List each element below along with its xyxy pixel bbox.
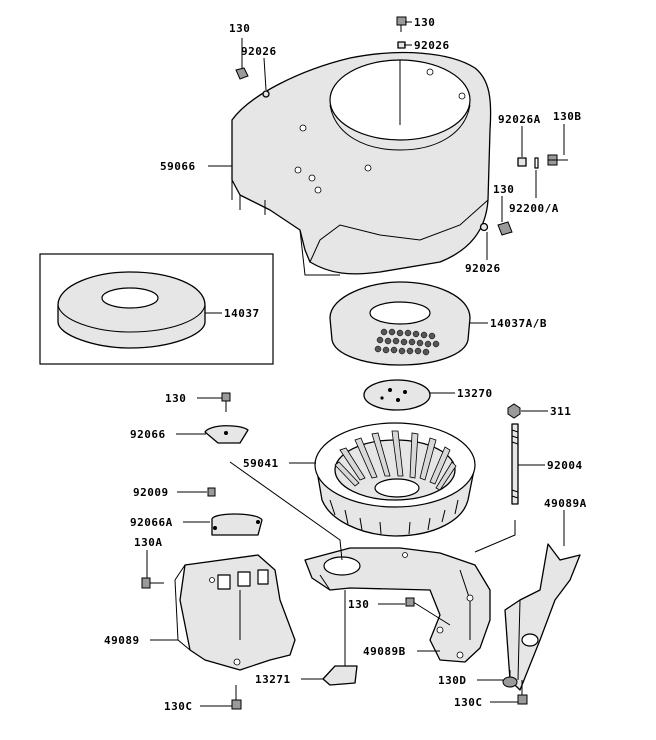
nut-311 <box>507 403 521 419</box>
label-59066: 59066 <box>160 160 196 173</box>
fan-housing-59066 <box>231 51 492 276</box>
bolt-130B <box>547 154 568 166</box>
plate-13270 <box>363 379 431 411</box>
stud-92004 <box>511 423 519 505</box>
label-49089B: 49089B <box>363 645 406 658</box>
screw-130-mid <box>221 392 231 412</box>
label-92004: 92004 <box>547 459 583 472</box>
label-13271: 13271 <box>255 673 291 686</box>
label-130C-right: 130C <box>454 696 483 709</box>
bolt-130A <box>141 577 164 589</box>
label-59041: 59041 <box>243 457 279 470</box>
baffle-49089A <box>504 543 581 691</box>
spacer-92200A <box>534 157 539 169</box>
label-130-right: 130 <box>493 183 514 196</box>
label-92026-top-left: 92026 <box>241 45 277 58</box>
label-49089: 49089 <box>104 634 140 647</box>
label-14037: 14037 <box>224 307 260 320</box>
label-49089A: 49089A <box>544 497 587 510</box>
screw-130-top-left <box>235 67 249 80</box>
label-311: 311 <box>550 405 571 418</box>
label-92026A: 92026A <box>498 113 541 126</box>
screen-14037AB <box>329 281 471 366</box>
fan-59041 <box>314 422 476 537</box>
bracket-13271 <box>322 665 358 686</box>
washer-92026-top <box>397 41 406 49</box>
label-130A: 130A <box>134 536 163 549</box>
label-92066A: 92066A <box>130 516 173 529</box>
screw-130-top <box>396 16 407 32</box>
washer-92026-right <box>479 222 489 232</box>
plate-92066A <box>211 513 263 536</box>
screen-14037 <box>57 271 206 349</box>
baffle-49089B <box>304 547 491 663</box>
bolt-130D <box>502 670 518 688</box>
bolt-130C-left <box>231 685 242 710</box>
bolt-130C-right <box>517 680 528 705</box>
baffle-49089 <box>174 554 296 671</box>
screw-92009 <box>207 487 216 497</box>
part-labels: 130 92026 130 92026 92026A 130B 59066 13… <box>104 16 587 713</box>
label-92026-top: 92026 <box>414 39 450 52</box>
screw-130-low <box>405 597 415 607</box>
label-130-low: 130 <box>348 598 369 611</box>
label-130D: 130D <box>438 674 467 687</box>
screw-130-right <box>497 221 513 236</box>
label-130C-left: 130C <box>164 700 193 713</box>
inset-box <box>39 253 274 365</box>
leader-lines <box>146 21 565 707</box>
label-92066: 92066 <box>130 428 166 441</box>
label-130B: 130B <box>553 110 582 123</box>
label-130-top: 130 <box>414 16 435 29</box>
washer-92026A <box>517 157 527 167</box>
label-130-mid: 130 <box>165 392 186 405</box>
label-13270: 13270 <box>457 387 493 400</box>
label-92200A: 92200/A <box>509 202 559 215</box>
label-130-top-left: 130 <box>229 22 250 35</box>
label-92026-right: 92026 <box>465 262 501 275</box>
plate-92066 <box>204 425 249 444</box>
label-92009: 92009 <box>133 486 169 499</box>
washer-92026-top-left <box>262 90 270 98</box>
label-14037AB: 14037A/B <box>490 317 547 330</box>
